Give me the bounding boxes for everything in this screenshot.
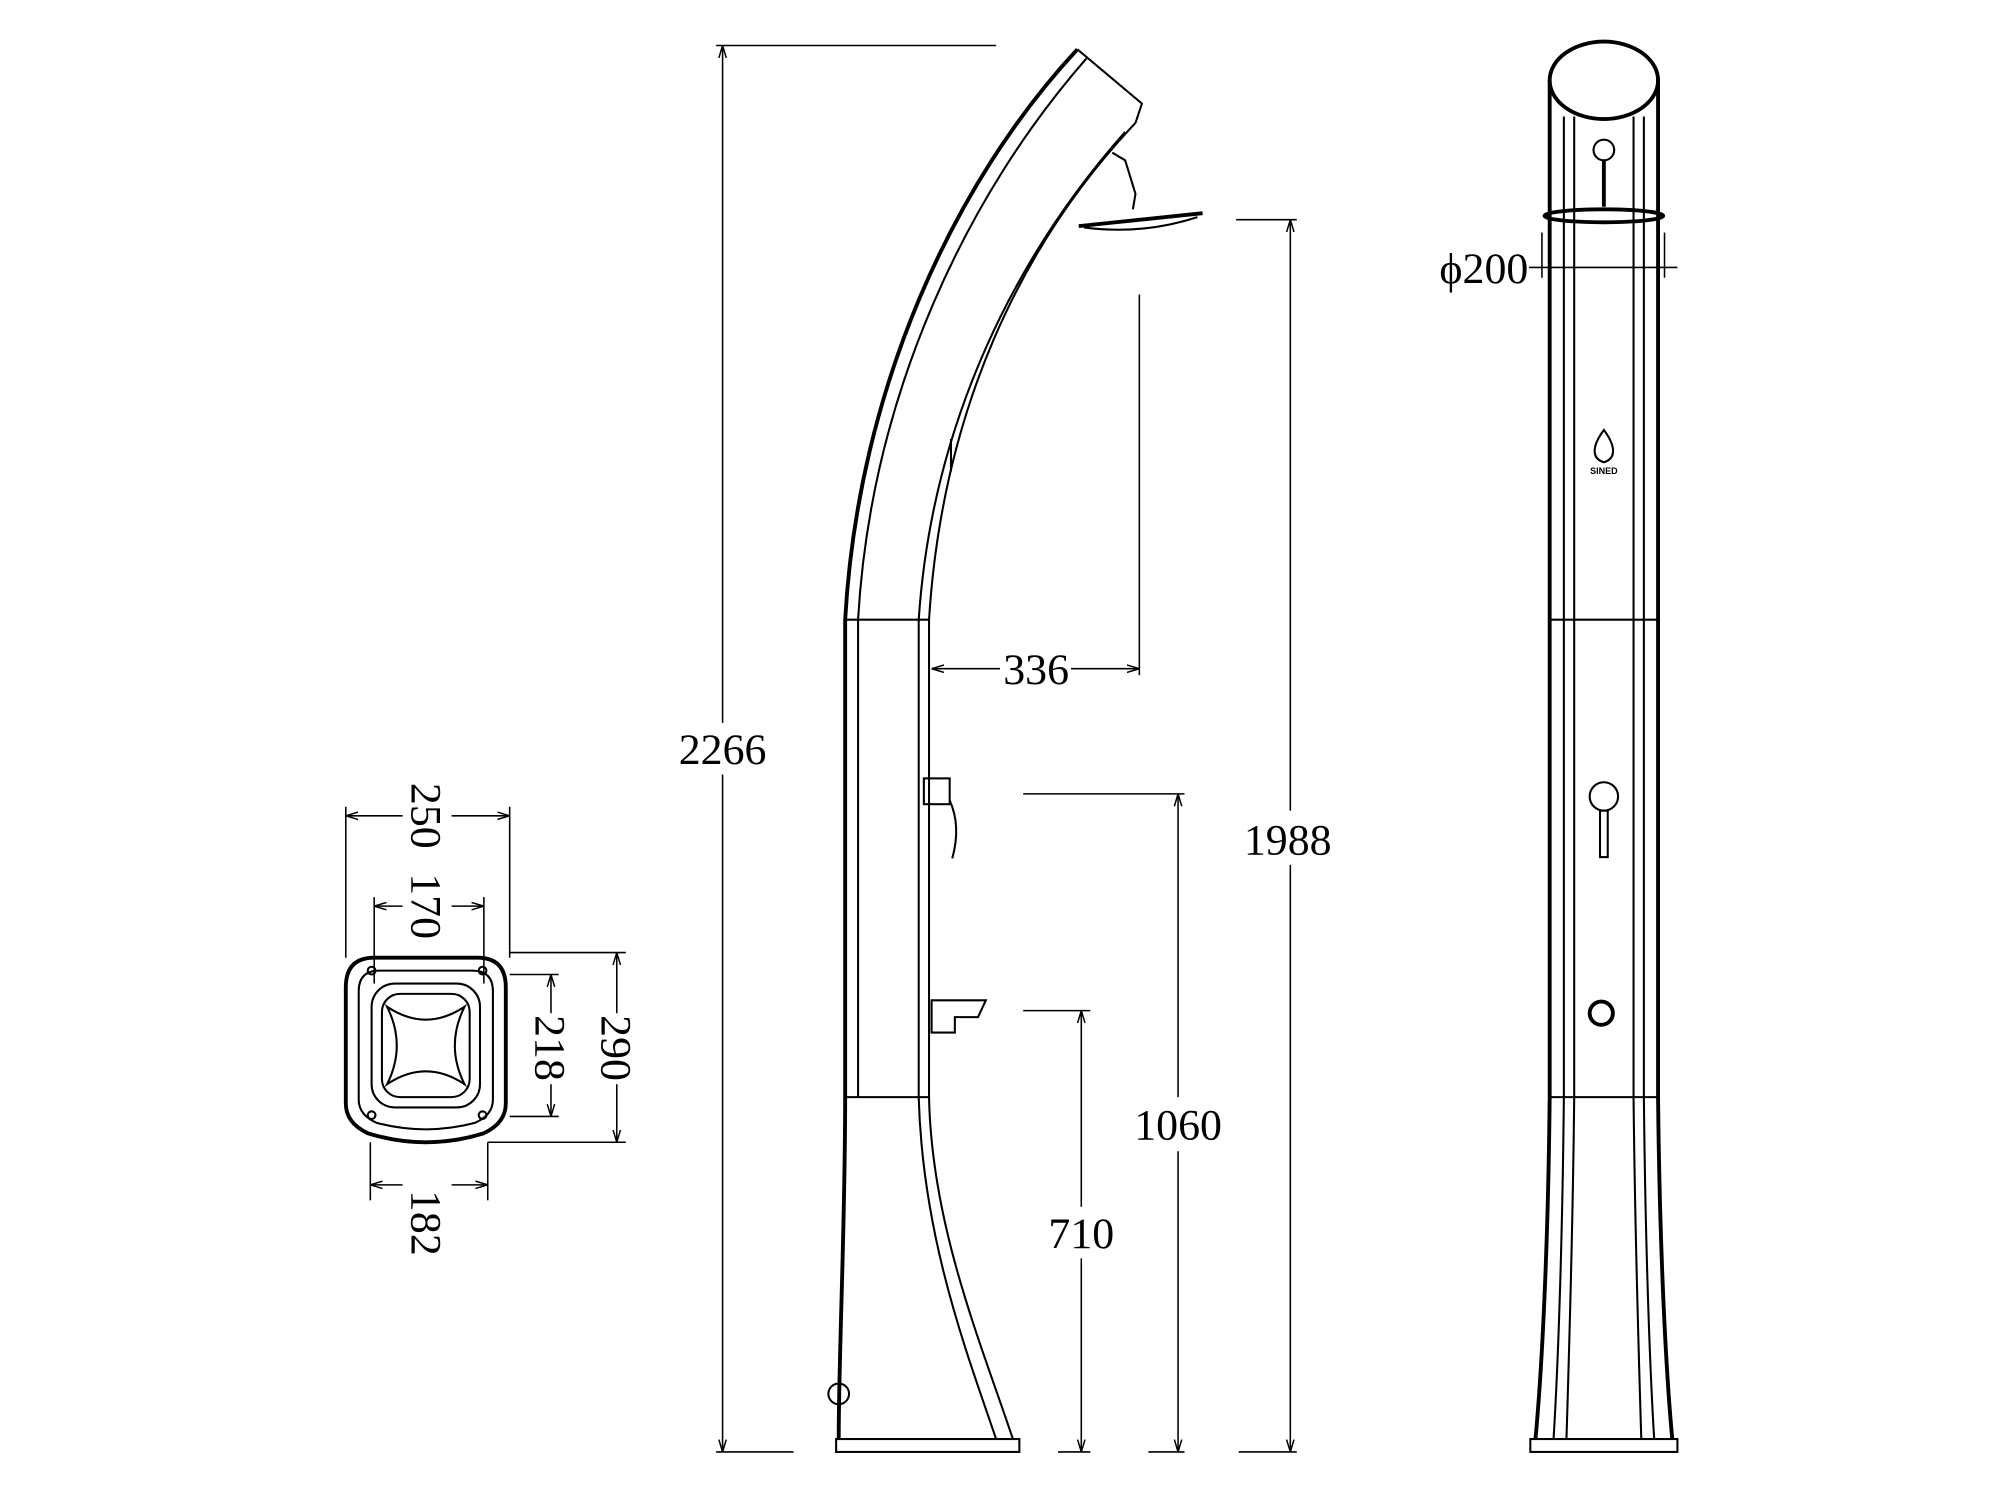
drop-logo-icon [1593,428,1615,464]
mixer-lever [1598,809,1609,859]
foot-tap [1587,999,1615,1027]
pole-base [835,1437,1021,1453]
dim-foot-tap-height: 710 [1048,1210,1114,1258]
mixer-valve [1588,781,1620,812]
dim-base-bottom-width: 182 [402,1190,450,1256]
pole-top-cap [1547,39,1660,121]
pole-front-outline [928,122,1137,1440]
dim-mixer-height: 1060 [1134,1102,1222,1150]
mixer-valve [922,777,951,806]
front-view: SINED [1529,39,1679,1453]
dim-base-inner-width: 170 [402,873,450,939]
shower-arm [1111,151,1137,210]
grate-pattern [384,1003,468,1088]
drain-valve [827,1382,851,1406]
dim-total-height: 2266 [679,726,767,774]
dimension-lines [345,44,1678,1453]
pole-base [1529,1437,1679,1453]
dimension-labels: 2266 1988 336 1060 710 ϕ200 250 170 290 … [402,245,1529,1258]
pole-back-outline [836,48,1079,1440]
dim-base-inner-depth: 218 [525,1015,573,1081]
side-view [827,48,1203,1453]
dim-base-depth: 290 [591,1015,639,1081]
dim-shower-head-height: 1988 [1244,817,1332,865]
shower-head-icon [1078,211,1203,229]
brand-logo: SINED [1590,466,1618,476]
dim-base-width: 250 [402,783,450,849]
shower-head-icon [1542,207,1666,225]
dim-shower-head-diameter: ϕ200 [1439,245,1528,293]
dim-shower-head-reach: 336 [1003,646,1069,694]
foot-tap [930,999,988,1034]
pole-top-cap [1076,48,1144,124]
base-top-view [343,955,508,1145]
